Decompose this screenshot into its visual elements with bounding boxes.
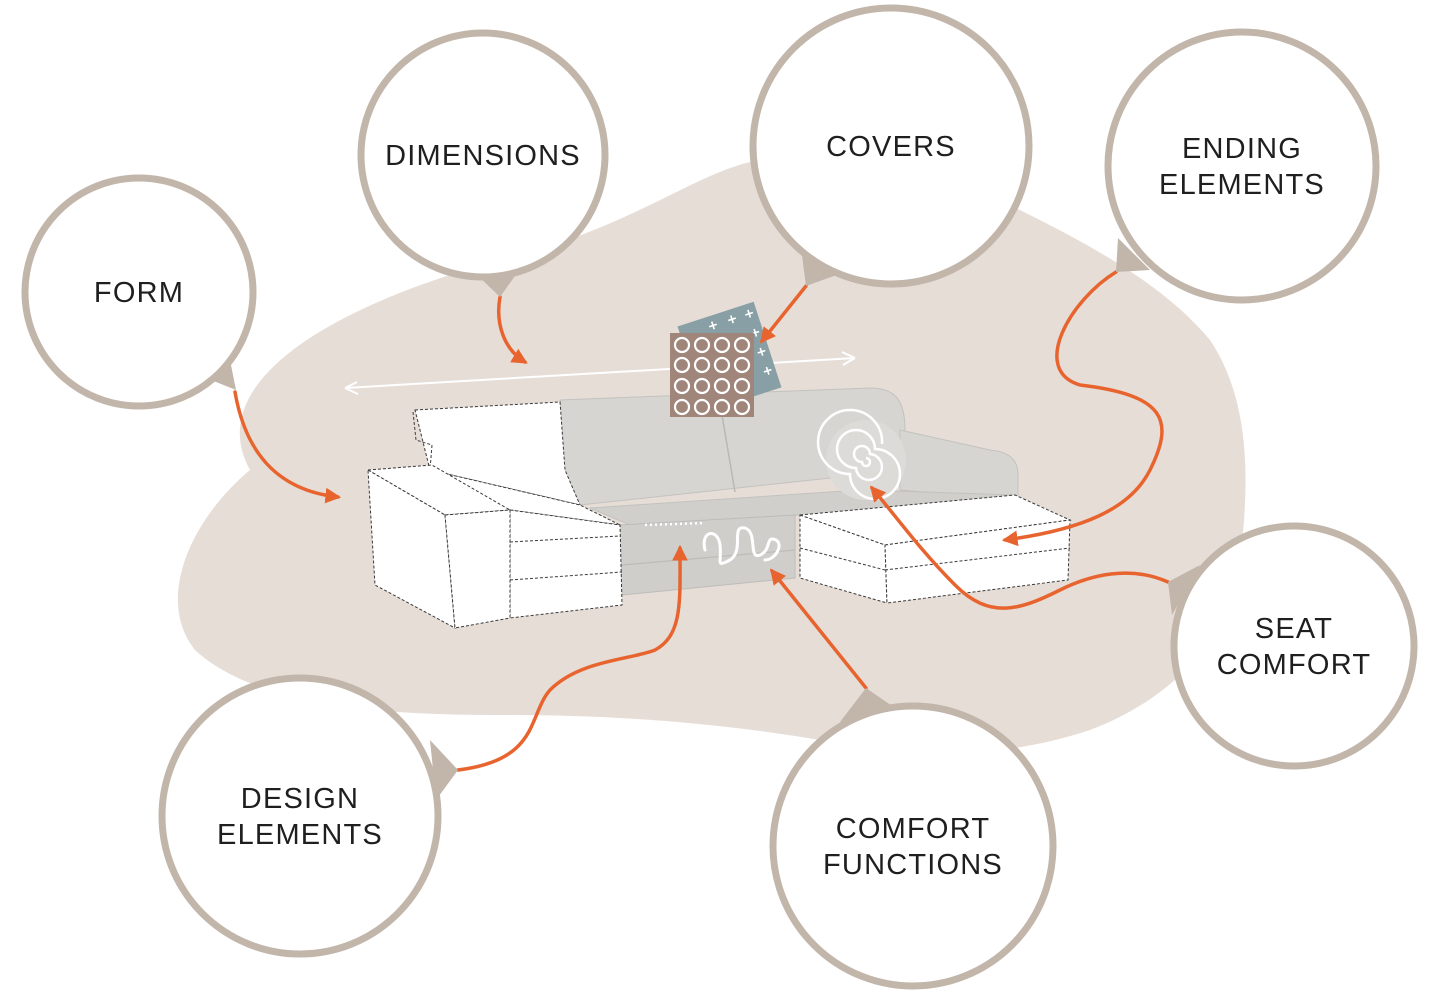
node-ending-elements-tail xyxy=(1116,238,1150,272)
node-covers: COVERS xyxy=(749,4,1033,288)
sofa-left-back-outline xyxy=(414,401,581,506)
node-form-tail xyxy=(211,360,236,390)
node-ending-elements: ENDING ELEMENTS xyxy=(1104,28,1380,304)
node-design-elements-label: DESIGN xyxy=(241,783,359,815)
nodes-layer: FORM DIMENSIONS COVERS ENDING ELEMENTS SEAT CO… xyxy=(21,4,1418,990)
node-seat-comfort-label: COMFORT xyxy=(1217,649,1371,681)
node-seat-comfort-circle xyxy=(1170,522,1418,770)
node-comfort-functions-tail xyxy=(840,688,895,722)
node-ending-elements-circle xyxy=(1104,28,1380,304)
arrow-comfort-functions xyxy=(770,568,868,690)
sofa-right-arm xyxy=(899,429,1019,501)
foam-spiral-icon xyxy=(816,408,906,501)
sofa-left-seat-outline xyxy=(429,469,621,526)
node-ending-elements-label: ELEMENTS xyxy=(1159,169,1325,201)
node-ending-elements-label: ENDING xyxy=(1182,133,1302,165)
node-seat-comfort-label: SEAT xyxy=(1255,613,1333,645)
arrow-design-elements xyxy=(456,544,688,772)
node-design-elements-circle xyxy=(158,674,442,958)
sofa-illustration xyxy=(366,301,1072,629)
sofa-back-grey xyxy=(559,387,906,506)
arrow-seat-comfort xyxy=(869,485,1170,610)
node-covers-circle xyxy=(749,4,1033,288)
node-dimensions-circle xyxy=(357,29,609,281)
arrow-form xyxy=(233,390,342,504)
node-comfort-functions: COMFORT FUNCTIONS xyxy=(769,688,1057,990)
node-design-elements: DESIGN ELEMENTS xyxy=(158,674,458,958)
node-covers-label: COVERS xyxy=(826,131,956,163)
node-dimensions-label: DIMENSIONS xyxy=(385,140,581,172)
node-form: FORM xyxy=(21,174,257,410)
fabric-swatch-icon xyxy=(670,301,782,417)
node-form-label: FORM xyxy=(94,277,184,309)
node-dimensions: DIMENSIONS xyxy=(357,29,609,297)
arrow-dimensions xyxy=(497,295,528,364)
connector-arrows xyxy=(233,270,1170,772)
node-comfort-functions-label: COMFORT xyxy=(836,813,990,845)
spring-icon xyxy=(702,526,781,565)
node-comfort-functions-label: FUNCTIONS xyxy=(823,849,1003,881)
node-seat-comfort: SEAT COMFORT xyxy=(1168,522,1418,770)
node-comfort-functions-circle xyxy=(769,702,1057,990)
sofa-left-arm-outline xyxy=(366,464,512,516)
node-form-circle xyxy=(21,174,257,410)
arrow-covers xyxy=(760,284,808,344)
arrow-ending-elements xyxy=(1001,270,1164,547)
node-design-elements-label: ELEMENTS xyxy=(217,819,383,851)
